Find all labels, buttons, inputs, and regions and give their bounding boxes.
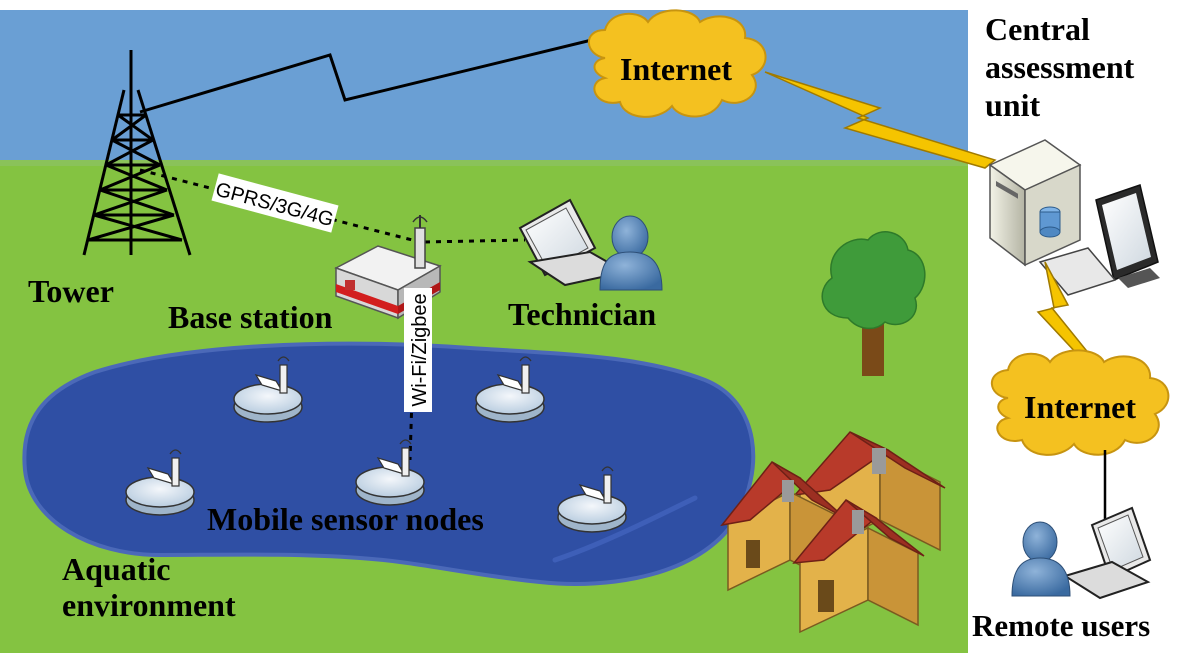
- central-unit-label-line2: assessment: [985, 49, 1135, 85]
- internet-cloud-top-label: Internet: [620, 51, 732, 87]
- remote-users-label: Remote users: [972, 608, 1150, 643]
- house-icon: [720, 461, 846, 592]
- central-unit-label-line3: unit: [985, 87, 1040, 123]
- aquatic-label-line2: environment: [62, 587, 236, 623]
- person-icon: [1011, 521, 1071, 597]
- sensor-node-icon: [125, 449, 195, 516]
- sensor-node-icon: [475, 356, 545, 423]
- base-station-label: Base station: [168, 299, 333, 335]
- house-icon: [792, 499, 925, 634]
- wifi-link-tag: Wi-Fi/Zigbee: [404, 288, 432, 412]
- sensor-node-icon: [355, 439, 425, 506]
- tree-icon: [821, 231, 926, 376]
- sky: [0, 10, 968, 165]
- internet-cloud-right-label: Internet: [1024, 389, 1136, 425]
- aquatic-label-line1: Aquatic: [62, 551, 170, 587]
- tower-label: Tower: [28, 273, 114, 309]
- sensor-node-icon: [233, 356, 303, 423]
- lightning-icon: [764, 71, 997, 169]
- technician-label: Technician: [508, 296, 656, 332]
- laptop-icon: [1062, 506, 1152, 600]
- wifi-link-label: Wi-Fi/Zigbee: [409, 293, 431, 406]
- sky-grass-edge: [0, 160, 968, 166]
- mobile-sensor-nodes-label: Mobile sensor nodes: [207, 501, 484, 537]
- server-icon: [988, 139, 1082, 267]
- monitor-icon: [1038, 184, 1160, 296]
- person-icon: [599, 215, 663, 291]
- central-unit-label-line1: Central: [985, 11, 1090, 47]
- cloud-icon: [587, 9, 767, 118]
- lake-ripple: [552, 495, 698, 563]
- laptop-icon: [518, 198, 628, 287]
- tower-icon: [82, 50, 192, 256]
- cloud-icon: [990, 349, 1170, 456]
- sensor-node-icon: [557, 466, 627, 533]
- tower-internet-link: [139, 36, 601, 114]
- wifi-link: [408, 269, 418, 461]
